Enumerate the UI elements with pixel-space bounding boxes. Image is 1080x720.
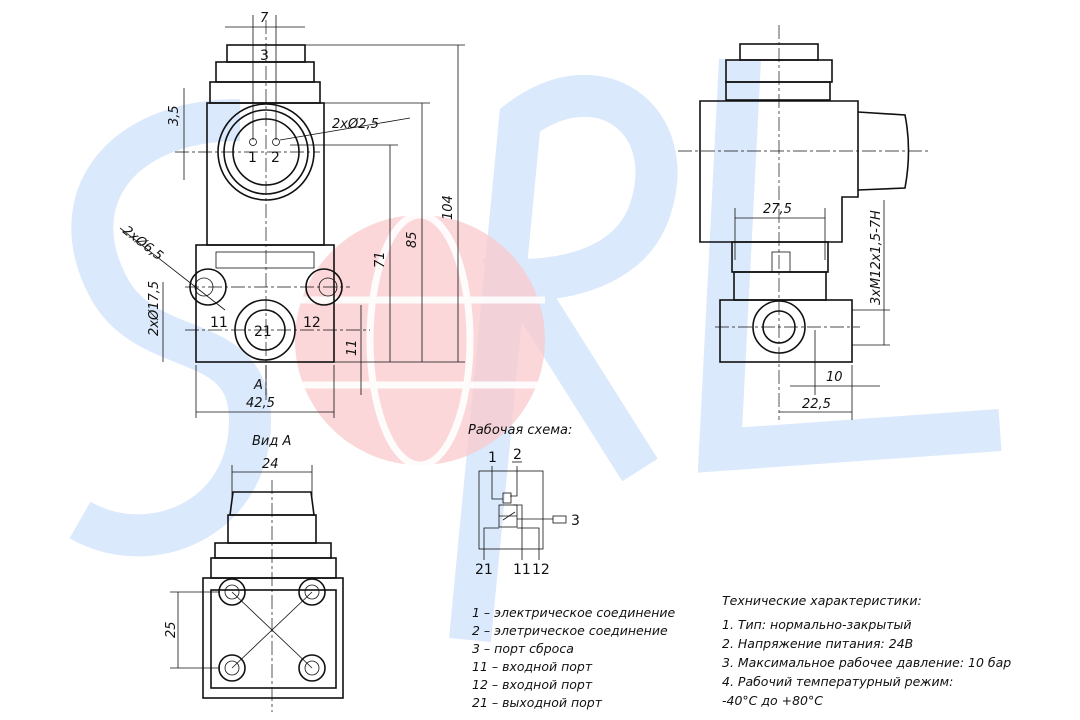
legend-item: 1 – электрическое соединение xyxy=(472,605,676,620)
dim-71: 71 xyxy=(373,251,388,268)
schema-label-2: 2 xyxy=(513,447,522,463)
dim-85: 85 xyxy=(405,231,420,248)
schema-label-3: 3 xyxy=(571,513,580,529)
specs-title: Технические характеристики: xyxy=(722,593,922,608)
side-view: 27,5 3xM12x1,5-7H 10 22,5 xyxy=(678,25,930,420)
port-3-label: 3 xyxy=(260,48,269,64)
dim-11: 11 xyxy=(345,339,360,356)
working-schema: Рабочая схема: 1 2 3 21 11 12 xyxy=(468,423,580,578)
dim-42-5: 42,5 xyxy=(246,396,275,411)
pin-2-label: 2 xyxy=(271,150,280,166)
schema-label-12: 12 xyxy=(532,562,550,578)
dim-pin-diameter: 2xØ2,5 xyxy=(332,117,379,132)
legend-item: 12 – входной порт xyxy=(472,677,593,692)
legend-item: 21 – выходной порт xyxy=(472,695,602,710)
port-21-label: 21 xyxy=(254,324,272,340)
dim-thread: 3xM12x1,5-7H xyxy=(869,210,884,305)
schema-label-1: 1 xyxy=(488,450,497,466)
dim-104: 104 xyxy=(441,195,456,220)
pin-1-label: 1 xyxy=(248,150,257,166)
dim-24: 24 xyxy=(262,457,279,472)
front-view: 7 3 3,5 2xØ2,5 1 2 104 85 71 11 2xØ6,5 2… xyxy=(120,11,465,418)
legend-item: 2 – элетрическое соединение xyxy=(472,623,668,638)
dim-hole-diameter: 2xØ6,5 xyxy=(120,223,166,264)
schema-title: Рабочая схема: xyxy=(468,423,572,438)
dim-3-5: 3,5 xyxy=(167,105,182,126)
view-a: Вид А 24 25 xyxy=(164,434,344,712)
view-a-arrow-label: A xyxy=(253,378,263,393)
dim-17-5: 2xØ17,5 xyxy=(147,281,162,336)
specs-block: Технические характеристики: 1. Тип: норм… xyxy=(722,591,1011,710)
legend-item: 3 – порт сброса xyxy=(472,641,574,656)
dim-27-5: 27,5 xyxy=(763,202,792,217)
ports-legend: 1 – электрическое соединение 2 – элетрич… xyxy=(472,604,675,712)
spec-item: 1. Тип: нормально-закрытый xyxy=(722,617,912,632)
watermark-logo xyxy=(69,58,1002,643)
port-11-label: 11 xyxy=(210,315,228,331)
dim-22-5: 22,5 xyxy=(802,397,831,412)
port-12-label: 12 xyxy=(303,315,321,331)
view-a-title: Вид А xyxy=(252,434,291,449)
spec-item: 4. Рабочий температурный режим: xyxy=(722,674,954,689)
schema-label-21: 21 xyxy=(475,562,493,578)
schema-label-11: 11 xyxy=(513,562,531,578)
spec-item: 2. Напряжение питания: 24В xyxy=(722,636,914,651)
dim-25: 25 xyxy=(164,621,179,638)
watermark-globe xyxy=(295,215,545,465)
legend-item: 11 – входной порт xyxy=(472,659,593,674)
dim-10: 10 xyxy=(826,370,843,385)
dim-7: 7 xyxy=(260,11,269,26)
spec-item: 3. Максимальное рабочее давление: 10 бар xyxy=(722,655,1012,670)
spec-item: -40°С до +80°С xyxy=(722,693,823,708)
